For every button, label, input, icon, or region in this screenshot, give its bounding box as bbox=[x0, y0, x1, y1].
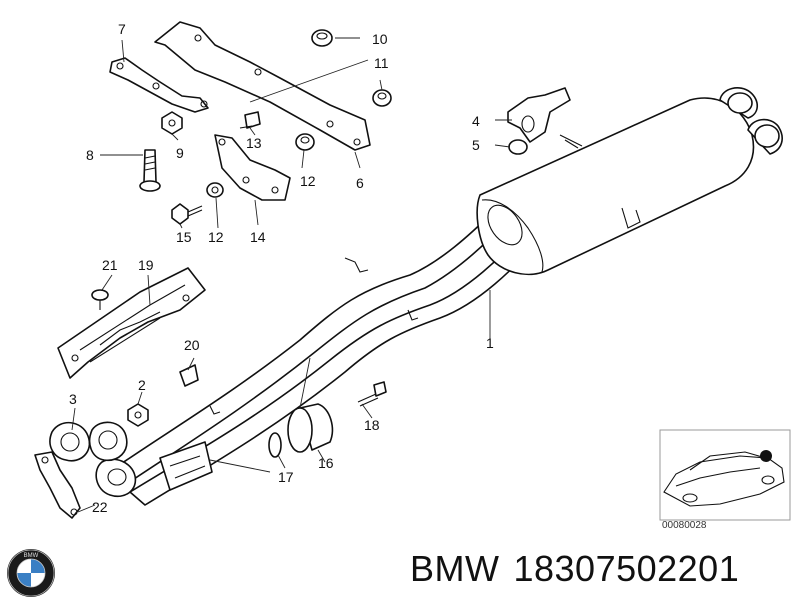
rubber-mount-12a bbox=[295, 133, 315, 151]
bolt-15 bbox=[171, 203, 203, 225]
bolt-18 bbox=[357, 381, 387, 407]
inset-code: 00080028 bbox=[662, 520, 707, 531]
callout-14: 14 bbox=[250, 229, 266, 245]
callout-17: 17 bbox=[278, 469, 294, 485]
washer-17 bbox=[268, 432, 282, 458]
support-bracket bbox=[214, 134, 291, 201]
callout-3: 3 bbox=[69, 391, 77, 407]
brand-name: BMW bbox=[410, 548, 500, 589]
heat-shield bbox=[57, 267, 206, 379]
bracket-22 bbox=[34, 451, 81, 519]
callout-12a: 12 bbox=[300, 173, 316, 189]
nut-9 bbox=[161, 111, 183, 135]
washer-12b bbox=[206, 182, 224, 198]
callout-20: 20 bbox=[184, 337, 200, 353]
bolt-13 bbox=[239, 111, 261, 129]
callout-labels: 1 2 3 4 5 6 7 8 9 10 11 12 12 13 14 15 1… bbox=[69, 21, 494, 515]
nut-2 bbox=[127, 403, 149, 427]
logo-text: BMW bbox=[24, 553, 39, 559]
callout-15: 15 bbox=[176, 229, 192, 245]
part-number: 18307502201 bbox=[513, 548, 740, 589]
leader-lines bbox=[71, 37, 512, 513]
callout-11: 11 bbox=[374, 55, 389, 71]
callout-7: 7 bbox=[118, 21, 126, 37]
callout-16: 16 bbox=[318, 455, 334, 471]
callout-21: 21 bbox=[102, 257, 118, 273]
bolt-8 bbox=[139, 149, 161, 192]
exhaust-pipe-assembly bbox=[95, 87, 783, 506]
callout-22: 22 bbox=[92, 499, 108, 515]
callout-2: 2 bbox=[138, 377, 146, 393]
callout-13: 13 bbox=[246, 135, 262, 151]
callout-18: 18 bbox=[364, 417, 380, 433]
screw-21 bbox=[91, 289, 109, 310]
rubber-mount-10 bbox=[311, 29, 333, 47]
callout-8: 8 bbox=[86, 147, 94, 163]
rubber-mount-5 bbox=[508, 139, 528, 155]
callout-5: 5 bbox=[472, 137, 480, 153]
brand-caption: BMW 18307502201 bbox=[410, 548, 739, 590]
callout-19: 19 bbox=[138, 257, 154, 273]
callout-9: 9 bbox=[176, 145, 184, 161]
callout-6: 6 bbox=[356, 175, 364, 191]
bmw-logo: BMW bbox=[7, 549, 55, 597]
rubber-mount-16 bbox=[287, 403, 334, 453]
mount-4 bbox=[507, 87, 571, 143]
callout-12b: 12 bbox=[208, 229, 224, 245]
callout-10: 10 bbox=[372, 31, 388, 47]
car-locator-inset: 00080028 bbox=[659, 429, 791, 531]
car-outline-icon bbox=[663, 451, 785, 507]
location-marker-icon bbox=[760, 450, 772, 462]
rear-hanger-bracket bbox=[154, 21, 371, 151]
gasket-3 bbox=[49, 421, 128, 462]
rubber-mount-11 bbox=[372, 89, 392, 107]
clip-20 bbox=[179, 364, 199, 387]
callout-1: 1 bbox=[486, 335, 494, 351]
hanger-strap bbox=[109, 57, 209, 113]
callout-4: 4 bbox=[472, 113, 480, 129]
